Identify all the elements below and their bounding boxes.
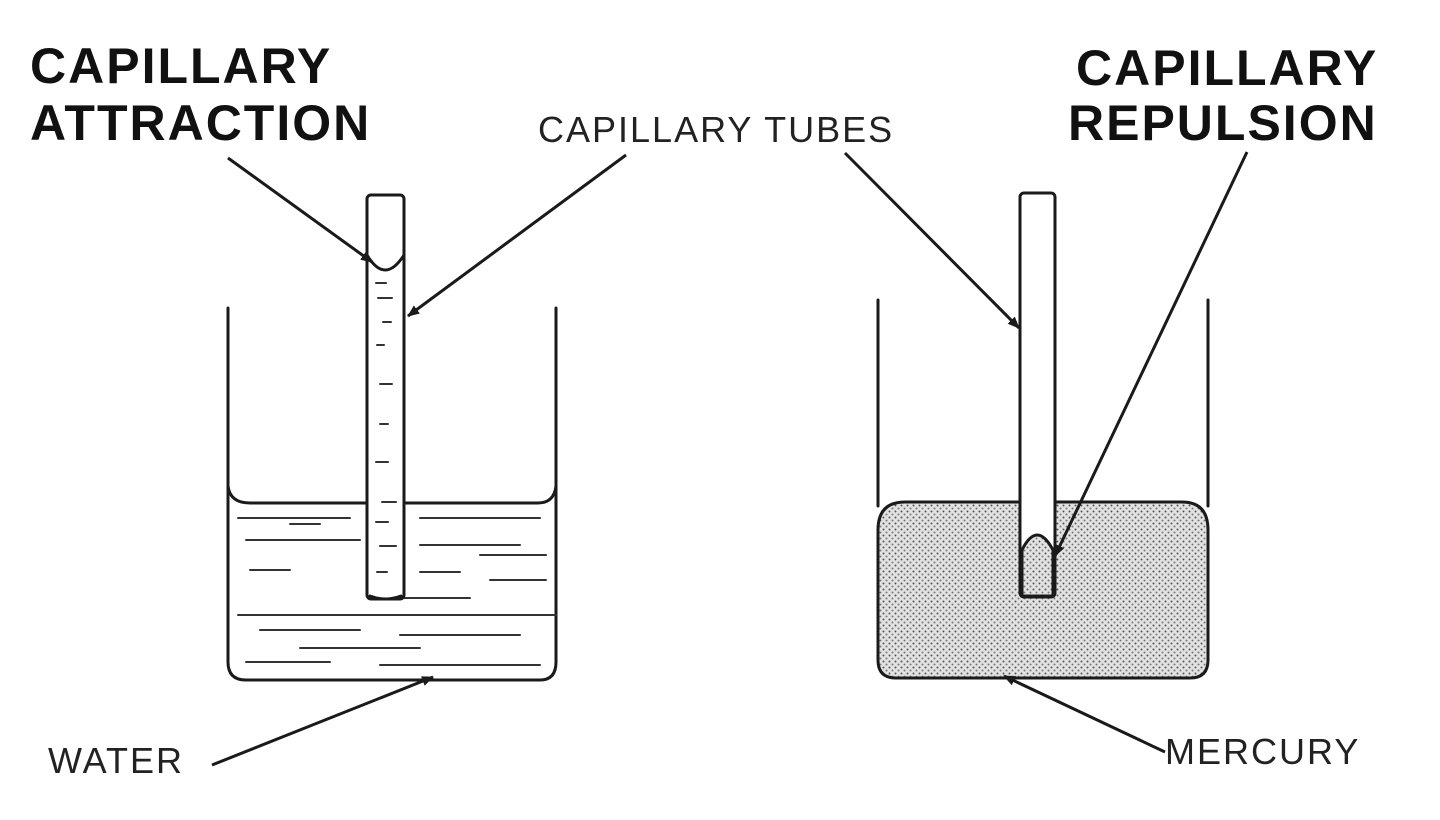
arrow-attraction: [227, 156, 373, 264]
capillary-tubes-label: CAPILLARY TUBES: [538, 109, 894, 150]
attraction-label-line1: CAPILLARY: [30, 38, 332, 94]
repulsion-label-line1: CAPILLARY: [1076, 40, 1378, 96]
water-beaker: [226, 306, 558, 682]
repulsion-label-line2: REPULSION: [1068, 95, 1378, 151]
arrow-tubes-left: [407, 153, 627, 318]
right-capillary-tube: [1018, 191, 1057, 599]
water-hatching: [237, 517, 557, 666]
arrow-mercury: [1003, 674, 1166, 754]
arrow-water: [211, 675, 434, 767]
attraction-label-line2: ATTRACTION: [30, 95, 371, 151]
left-capillary-tube: [365, 193, 406, 601]
water-label: WATER: [48, 740, 184, 781]
arrow-tubes-right: [843, 151, 1021, 330]
arrow-repulsion: [1053, 151, 1249, 557]
labels: CAPILLARY ATTRACTION CAPILLARY TUBES CAP…: [30, 38, 1378, 781]
mercury-beaker-group: [876, 191, 1210, 680]
water-beaker-group: [226, 193, 558, 682]
mercury-label: MERCURY: [1165, 731, 1360, 772]
arrows: [211, 151, 1249, 767]
